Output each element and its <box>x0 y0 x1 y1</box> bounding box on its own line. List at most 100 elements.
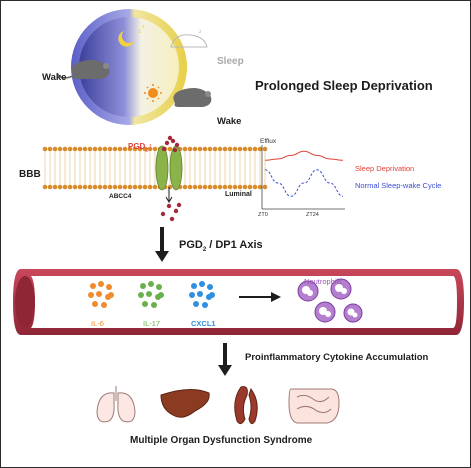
lipid-head <box>47 146 53 152</box>
il17-molecule <box>148 281 154 287</box>
lipid-head <box>192 184 198 190</box>
lipid-head <box>132 146 138 152</box>
cxcl1-molecule <box>191 283 197 289</box>
lipid-head <box>127 146 133 152</box>
axis-suffix: / DP1 Axis <box>206 239 263 251</box>
lipid-head <box>197 184 203 190</box>
mouse-icon-top <box>56 60 110 79</box>
lipid-head <box>217 146 223 152</box>
pgd2-molecule <box>176 202 182 208</box>
lipid-head <box>87 146 93 152</box>
lipid-head <box>167 184 173 190</box>
lipid-head <box>152 184 158 190</box>
lipid-head <box>227 146 233 152</box>
il17-molecule <box>158 292 164 298</box>
pgd2-molecule <box>160 211 166 217</box>
organs-row <box>96 386 340 425</box>
efflux-chart <box>261 145 345 210</box>
il6-molecule <box>92 301 98 307</box>
pgd2-sub: 2 <box>145 147 149 154</box>
lipid-head <box>242 184 248 190</box>
pgd2-molecule <box>173 208 179 214</box>
il6-molecule <box>88 292 94 298</box>
mouse-icon-bottom <box>173 88 212 107</box>
luminal-label: Luminal <box>225 191 252 198</box>
pgd2-label: PGD2↑ <box>128 141 153 154</box>
lipid-head <box>242 146 248 152</box>
lipid-head <box>122 184 128 190</box>
pgd2-molecule <box>161 146 167 152</box>
intestine-icon <box>288 388 340 424</box>
lipid-head <box>87 184 93 190</box>
svg-text:z: z <box>199 29 202 35</box>
pgd2-molecule <box>164 140 170 146</box>
il6-molecule <box>101 302 107 308</box>
lipid-head <box>92 184 98 190</box>
lipid-head <box>67 184 73 190</box>
legend-normal-cycle: Normal Sleep-wake Cycle <box>355 181 442 190</box>
lipid-head <box>117 146 123 152</box>
moon-icon <box>118 31 134 47</box>
lipid-head <box>227 184 233 190</box>
il6-molecule <box>108 292 114 298</box>
lipid-head <box>47 184 53 190</box>
axis-prefix: PGD <box>179 239 203 251</box>
il17-molecule <box>138 292 144 298</box>
lung-icon <box>96 386 136 423</box>
lipid-head <box>262 184 268 190</box>
pgd2-molecule <box>167 135 173 141</box>
lipid-head <box>202 184 208 190</box>
lipid-head <box>102 184 108 190</box>
lipid-head <box>77 146 83 152</box>
lipid-head <box>187 184 193 190</box>
lipid-head <box>207 146 213 152</box>
il6-molecule <box>96 291 102 297</box>
day-night-clock: z z z <box>56 9 212 125</box>
lipid-head <box>222 184 228 190</box>
il6-molecule <box>98 281 104 287</box>
lipid-head <box>247 184 253 190</box>
liver-icon <box>160 389 210 418</box>
lipid-head <box>212 184 218 190</box>
lipid-head <box>222 146 228 152</box>
axis-sub: 2 <box>202 247 207 254</box>
lipid-head <box>252 146 258 152</box>
sleeping-mouse-icon: z <box>170 29 208 48</box>
page-title: Prolonged Sleep Deprivation <box>255 78 433 93</box>
lipid-head <box>62 184 68 190</box>
bbb-label: BBB <box>19 169 41 180</box>
lipid-head <box>107 184 113 190</box>
lipid-head <box>112 146 118 152</box>
lipid-head <box>142 184 148 190</box>
il17-molecule <box>146 291 152 297</box>
il17-molecule <box>140 283 146 289</box>
lipid-head <box>52 146 58 152</box>
down-arrow-icon-2 <box>218 343 232 376</box>
wake-label-top: Wake <box>42 72 67 83</box>
lipid-head <box>232 184 238 190</box>
down-arrow-icon <box>155 227 169 262</box>
lipid-head <box>237 184 243 190</box>
abcc4-label: ABCC4 <box>109 193 132 200</box>
pgd2-dp1-axis-label: PGD2 / DP1 Axis <box>179 239 263 253</box>
lipid-head <box>252 184 258 190</box>
il6-molecule <box>90 283 96 289</box>
cxcl1-molecule <box>193 301 199 307</box>
lipid-head <box>217 184 223 190</box>
neutrophils-label: Neutrophils <box>304 277 342 286</box>
lipid-head <box>57 146 63 152</box>
cxcl1-molecule <box>197 291 203 297</box>
lipid-head <box>232 146 238 152</box>
lipid-head <box>137 184 143 190</box>
svg-text:z: z <box>138 29 141 35</box>
lipid-head <box>142 146 148 152</box>
up-arrow-icon: ↑ <box>148 141 153 151</box>
il17-molecule <box>151 302 157 308</box>
sleep-label: Sleep <box>217 56 244 67</box>
lipid-head <box>207 184 213 190</box>
lipid-head <box>42 146 48 152</box>
il17-molecule <box>156 284 162 290</box>
series-line-normal-cycle <box>264 169 344 197</box>
lipid-head <box>257 146 263 152</box>
lipid-head <box>262 146 268 152</box>
